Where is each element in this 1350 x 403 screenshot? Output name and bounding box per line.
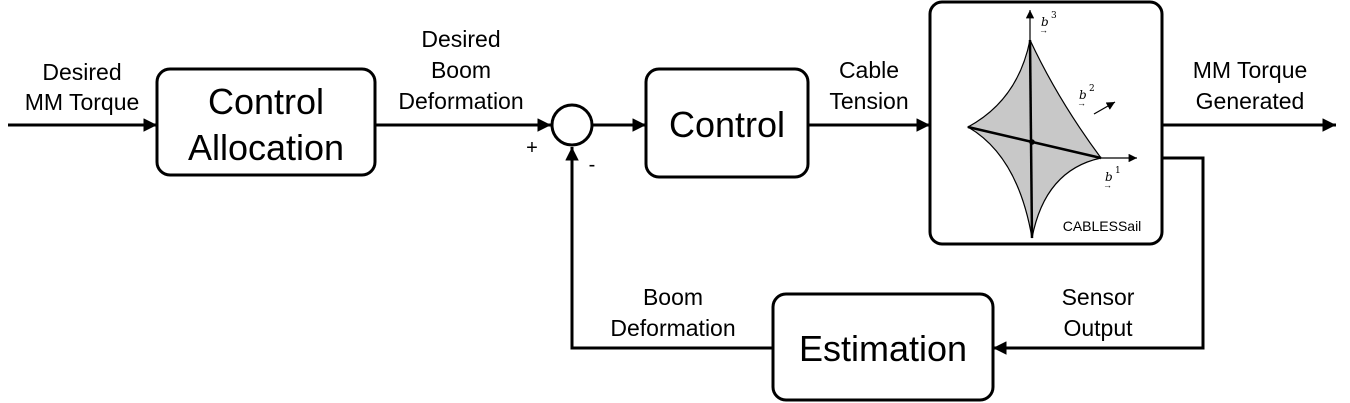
desired-boom-deformation-label-line1: Desired bbox=[421, 26, 500, 52]
summing-junction bbox=[550, 103, 594, 147]
boom-deformation-label-line1: Boom bbox=[643, 284, 703, 310]
b1-symbol: b bbox=[1105, 170, 1113, 184]
sail-figure: b 3 → b 2 → b 1 → bbox=[966, 9, 1137, 239]
b3-vector-arrow: → bbox=[1039, 25, 1048, 35]
control-allocation-block bbox=[155, 67, 377, 177]
control-block bbox=[644, 67, 810, 179]
boom-deformation-label-line2: Deformation bbox=[610, 315, 735, 341]
desired-boom-deformation-label-line3: Deformation bbox=[398, 88, 523, 114]
desired-mm-torque-label-line2: MM Torque bbox=[25, 89, 140, 115]
sensor-output-label-line1: Sensor bbox=[1062, 284, 1135, 310]
desired-boom-deformation-label-line2: Boom bbox=[431, 57, 491, 83]
boom-vertical bbox=[1028, 39, 1034, 239]
b3-symbol: b bbox=[1041, 15, 1049, 29]
control-label: Control bbox=[669, 104, 785, 145]
b2-index: 2 bbox=[1089, 84, 1095, 94]
estimation-label: Estimation bbox=[799, 328, 967, 369]
sum-plus-sign: + bbox=[526, 137, 538, 159]
sensor-feedback-wire bbox=[993, 156, 1205, 355]
control-allocation-label-line2: Allocation bbox=[188, 127, 344, 168]
desired-mm-torque-label-line1: Desired bbox=[42, 59, 121, 85]
estimation-block bbox=[771, 292, 995, 402]
b2-vector-arrow: → bbox=[1077, 98, 1086, 108]
sensor-output-label-line2: Output bbox=[1063, 315, 1133, 341]
sail-hub bbox=[1029, 139, 1035, 145]
mm-torque-generated-label-line1: MM Torque bbox=[1193, 57, 1308, 83]
sum-minus-sign: - bbox=[589, 154, 596, 176]
cable-tension-label-line1: Cable bbox=[839, 57, 899, 83]
b2-symbol: b bbox=[1079, 88, 1087, 102]
boom-deformation-feedback-wire bbox=[565, 147, 773, 350]
b1-vector-arrow: → bbox=[1103, 180, 1112, 190]
b3-index: 3 bbox=[1051, 11, 1057, 21]
b2-axis-arrow bbox=[1093, 101, 1116, 115]
control-allocation-label-line1: Control bbox=[208, 81, 324, 122]
cable-tension-label-line2: Tension bbox=[829, 88, 908, 114]
cablessail-label: CABLESSail bbox=[1063, 218, 1142, 234]
mm-torque-generated-label-line2: Generated bbox=[1196, 88, 1305, 114]
b1-index: 1 bbox=[1115, 166, 1121, 176]
